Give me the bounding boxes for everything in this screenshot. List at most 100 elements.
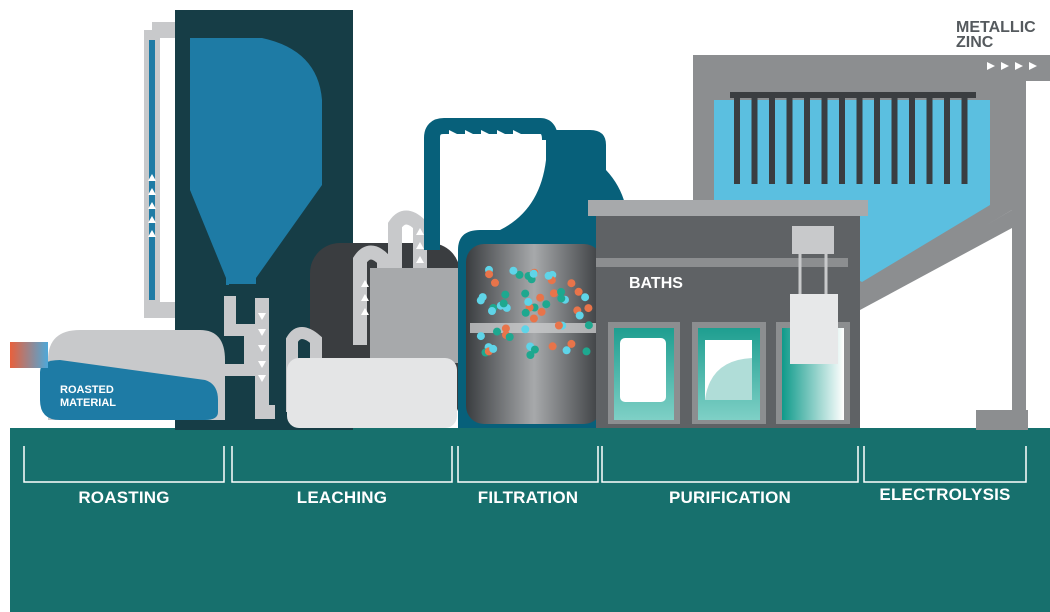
flow-arrow-icon (148, 188, 156, 195)
stage-bracket (601, 446, 859, 483)
flow-arrow-icon (1001, 62, 1009, 70)
particle (476, 332, 485, 341)
stage-bracket (23, 446, 225, 483)
electrode-plate (856, 94, 863, 184)
stage-bracket (863, 446, 1027, 483)
roasting-unit (10, 10, 353, 430)
flame (10, 342, 48, 368)
electrode-plate (786, 94, 793, 184)
particle (544, 271, 553, 280)
flow-arrow-icon (416, 256, 424, 263)
electrode-plate (751, 94, 758, 184)
particle (501, 324, 510, 333)
electrode-plate (891, 94, 898, 184)
particle (493, 327, 501, 336)
flow-arrow-icon (148, 174, 156, 181)
particle (505, 333, 514, 341)
particle (499, 299, 508, 308)
particle (515, 270, 524, 279)
particle (537, 307, 546, 316)
flow-arrow-icon (481, 130, 489, 138)
particle (584, 321, 593, 330)
flow-arrow-icon (148, 230, 156, 237)
particle (574, 287, 583, 296)
flow-arrow-icon (497, 130, 505, 138)
leach-tank (370, 268, 458, 363)
baths-label: BATHS (629, 275, 683, 292)
electrode-plate (874, 94, 880, 184)
particle (557, 288, 566, 296)
flow-arrow-icon (465, 130, 473, 138)
stage-label-electrolysis: ELECTROLYSIS (879, 485, 1011, 504)
filter-drum (466, 244, 602, 424)
ground-panel (10, 428, 1050, 612)
gas-pipe (144, 30, 178, 318)
flow-arrow-icon (148, 202, 156, 209)
particles (476, 265, 593, 359)
stage-label-leaching: LEACHING (296, 488, 388, 507)
particle (521, 289, 530, 298)
kiln (40, 360, 218, 420)
particle (476, 296, 485, 305)
flow-arrow-icon (148, 216, 156, 223)
flow-arrow-icon (361, 308, 369, 315)
particle (575, 311, 584, 320)
stage-bracket (231, 446, 453, 483)
flow-arrows (148, 62, 1037, 382)
particle (562, 346, 571, 355)
particle (488, 307, 496, 315)
leach-pipe (286, 327, 322, 412)
electrode-plate (839, 94, 845, 184)
flow-arrow-icon (258, 361, 266, 368)
leach-base (287, 358, 457, 428)
particle (548, 342, 557, 351)
stage-label-purification: PURIFICATION (668, 488, 792, 507)
particle (557, 294, 566, 303)
electrode-plate (804, 94, 810, 184)
roasted-material-label: ROASTED MATERIAL (60, 384, 117, 409)
electrodes (730, 92, 976, 184)
stage-brackets (23, 446, 1027, 483)
electrode-plate (944, 94, 950, 184)
flow-arrow-icon (416, 228, 424, 235)
electrode-bar (730, 92, 976, 98)
flow-arrow-icon (449, 130, 457, 138)
particle (554, 321, 563, 330)
electrode-plate (769, 94, 775, 184)
flow-arrow-icon (1015, 62, 1023, 70)
particle (521, 325, 530, 334)
flow-arrow-icon (513, 130, 521, 138)
flow-arrow-icon (361, 294, 369, 301)
particle (549, 289, 558, 298)
particle (485, 270, 494, 279)
leg (1012, 80, 1026, 410)
particle (567, 339, 576, 348)
particle (581, 293, 590, 302)
particle (582, 347, 591, 356)
flow-arrow-icon (258, 329, 266, 336)
lifted-plate (790, 294, 838, 364)
electrode-plate (961, 94, 968, 184)
purification-unit (588, 200, 868, 428)
electrode-plate (926, 94, 933, 184)
particle (521, 308, 530, 317)
particle (526, 351, 535, 359)
flow-arrow-icon (258, 375, 266, 382)
metallic-zinc-label: METALLIC ZINC (956, 19, 1036, 51)
particle (501, 290, 510, 299)
electrode-plate (734, 94, 740, 184)
particle (509, 266, 518, 275)
baths-lid (588, 200, 868, 216)
stage-bracket (457, 446, 599, 483)
electrode-plate (821, 94, 828, 184)
hoist (792, 226, 834, 254)
leaching-unit (286, 210, 460, 428)
particle (536, 293, 545, 302)
particle (542, 300, 551, 309)
stage-label-filtration: FILTRATION (477, 488, 579, 507)
flow-arrow-icon (1029, 62, 1037, 70)
particle (529, 269, 538, 278)
flow-arrow-icon (258, 345, 266, 352)
particle (491, 278, 499, 287)
